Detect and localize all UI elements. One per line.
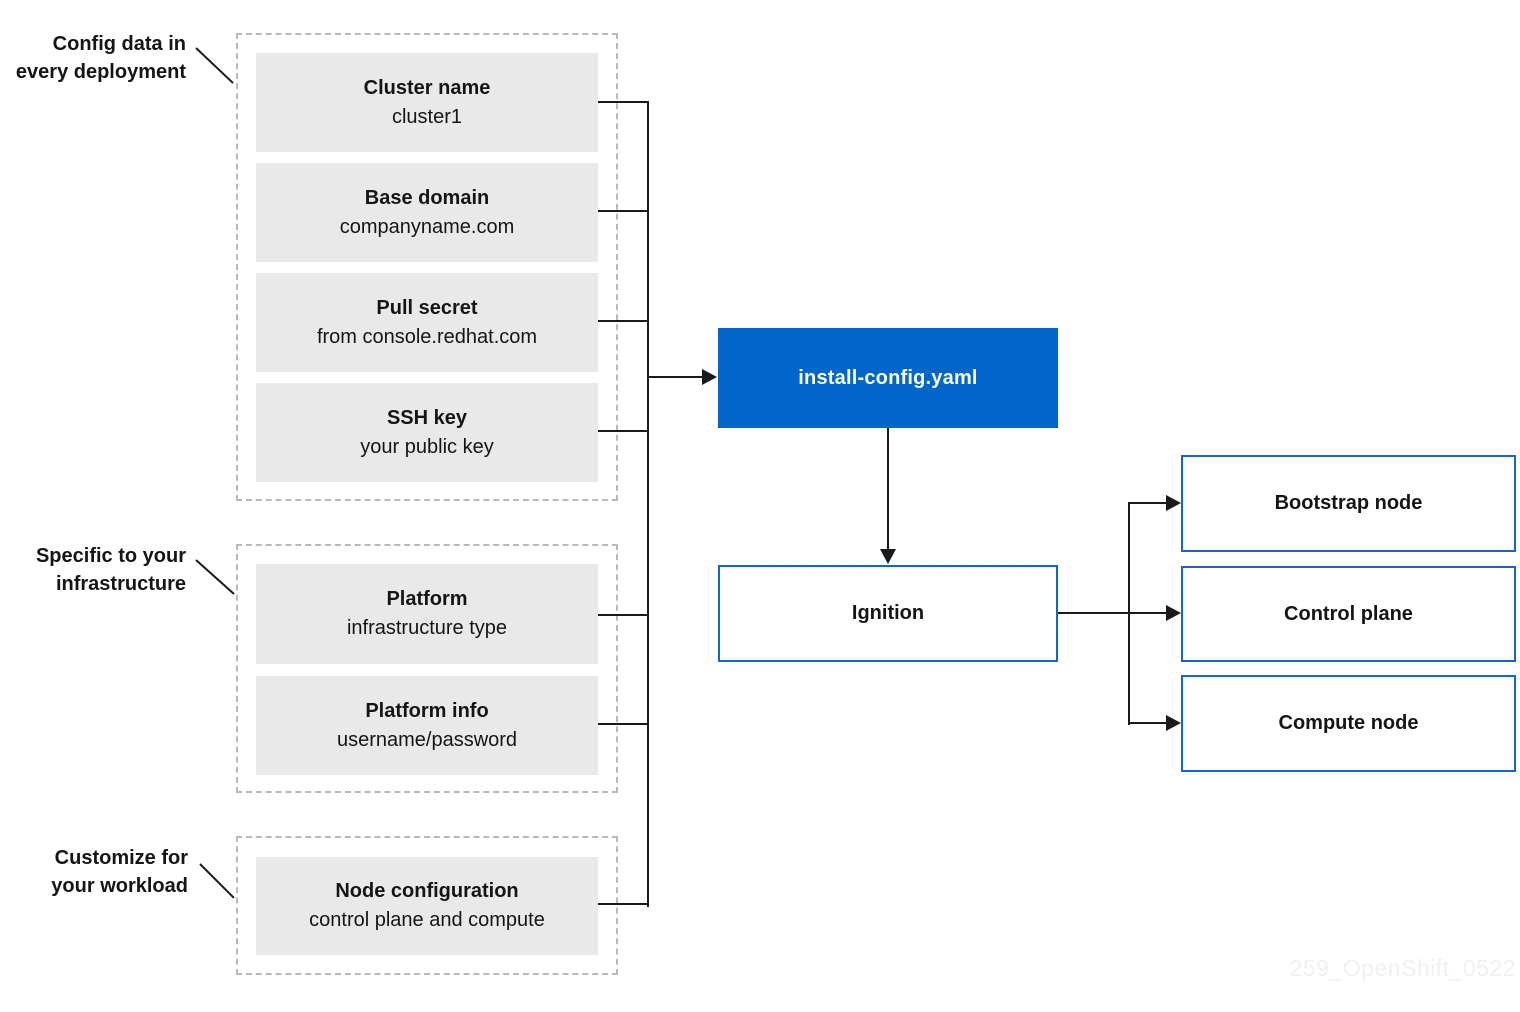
- box-pull-secret: Pull secret from console.redhat.com: [256, 273, 598, 372]
- arrowhead-right-icon: [702, 369, 717, 385]
- connector-line: [1128, 502, 1166, 504]
- node-label: Control plane: [1284, 602, 1413, 625]
- box-title: SSH key: [386, 406, 468, 429]
- box-title: Pull secret: [376, 296, 478, 319]
- label-pointer-line: [195, 47, 234, 84]
- label-line: Customize for: [54, 847, 188, 869]
- box-node-configuration: Node configuration control plane and com…: [256, 857, 598, 955]
- node-label: install-config.yaml: [798, 366, 978, 389]
- node-label: Bootstrap node: [1274, 492, 1423, 514]
- connector-line: [598, 614, 649, 616]
- box-subtitle: username/password: [336, 728, 518, 751]
- connector-trunk-left: [647, 101, 649, 907]
- box-cluster-name: Cluster name cluster1: [256, 53, 598, 152]
- connector-line: [598, 320, 649, 322]
- node-ignition: Ignition: [718, 565, 1058, 662]
- node-label: Compute node: [1278, 712, 1419, 734]
- connector-line: [1058, 612, 1130, 614]
- connector-line: [647, 376, 702, 378]
- label-line: infrastructure: [55, 573, 186, 595]
- label-pointer-line: [195, 559, 235, 595]
- label-line: Config data in: [52, 33, 186, 55]
- label-config-data: Config data in every deployment: [0, 30, 186, 86]
- box-subtitle: from console.redhat.com: [316, 325, 538, 348]
- label-customize-workload: Customize for your workload: [0, 844, 188, 900]
- connector-line: [598, 903, 649, 905]
- node-label: Ignition: [851, 602, 925, 624]
- group-config-data: [236, 33, 618, 501]
- connector-line: [1130, 612, 1166, 614]
- node-compute: Compute node: [1181, 675, 1516, 772]
- arrowhead-right-icon: [1166, 605, 1181, 621]
- connector-line: [598, 210, 649, 212]
- label-pointer-line: [199, 863, 235, 899]
- box-subtitle: companyname.com: [339, 215, 515, 238]
- label-line: every deployment: [15, 61, 186, 83]
- box-subtitle: infrastructure type: [346, 617, 508, 639]
- node-bootstrap: Bootstrap node: [1181, 455, 1516, 552]
- box-ssh-key: SSH key your public key: [256, 383, 598, 482]
- box-base-domain: Base domain companyname.com: [256, 163, 598, 262]
- label-specific-infrastructure: Specific to your infrastructure: [0, 542, 186, 598]
- box-subtitle: your public key: [360, 435, 494, 458]
- connector-line: [598, 723, 649, 725]
- connector-line: [887, 428, 889, 549]
- arrowhead-right-icon: [1166, 715, 1181, 731]
- connector-trunk-right: [1128, 502, 1130, 725]
- group-specific-infrastructure: [236, 544, 618, 793]
- box-subtitle: cluster1: [391, 105, 463, 128]
- box-platform-info: Platform info username/password: [256, 676, 598, 775]
- connector-line: [598, 101, 649, 103]
- box-title: Platform: [386, 588, 468, 610]
- node-install-config-yaml: install-config.yaml: [718, 328, 1058, 428]
- box-title: Base domain: [364, 186, 490, 209]
- arrowhead-right-icon: [1166, 495, 1181, 511]
- node-control-plane: Control plane: [1181, 566, 1516, 662]
- watermark-text: 259_OpenShift_0522: [1289, 955, 1516, 981]
- connector-line: [1128, 722, 1166, 724]
- box-title: Node configuration: [335, 880, 519, 902]
- label-line: your workload: [51, 875, 188, 897]
- label-line: Specific to your: [35, 545, 186, 567]
- arrowhead-down-icon: [880, 549, 896, 564]
- box-subtitle: control plane and compute: [309, 909, 545, 931]
- box-platform: Platform infrastructure type: [256, 564, 598, 664]
- box-title: Platform info: [365, 699, 489, 722]
- box-title: Cluster name: [363, 76, 491, 99]
- group-customize-workload: [236, 836, 618, 975]
- connector-line: [598, 430, 649, 432]
